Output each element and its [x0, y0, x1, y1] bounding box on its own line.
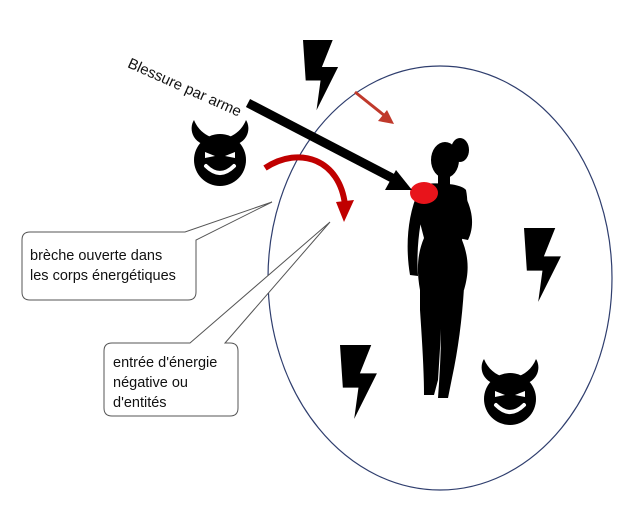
devil-face-icon	[479, 357, 541, 427]
callout-entry-text: entrée d'énergie négative ou d'entités	[113, 353, 217, 413]
curved-red-arrow	[263, 154, 354, 222]
lightning-icon	[340, 345, 377, 419]
woman-silhouette-icon	[407, 138, 473, 398]
lightning-icon	[524, 228, 561, 302]
callout-entry	[103, 221, 331, 417]
weapon-wound-arrow	[245, 99, 412, 190]
callout-breach-text: brèche ouverte dans les corps énergétiqu…	[30, 246, 176, 286]
callout-entry-line: entrée d'énergie	[113, 355, 218, 371]
callout-entry-line: négative ou	[113, 375, 188, 391]
callout-breach-line: brèche ouverte dans	[30, 248, 163, 264]
small-red-arrow	[354, 90, 394, 124]
lightning-icon	[303, 40, 339, 111]
devil-face-icon	[189, 118, 251, 188]
callout-entry-line: d'entités	[113, 395, 167, 411]
wound-mark-icon	[410, 182, 438, 204]
callout-breach	[21, 201, 273, 301]
callout-breach-line: les corps énergétiques	[30, 268, 176, 284]
